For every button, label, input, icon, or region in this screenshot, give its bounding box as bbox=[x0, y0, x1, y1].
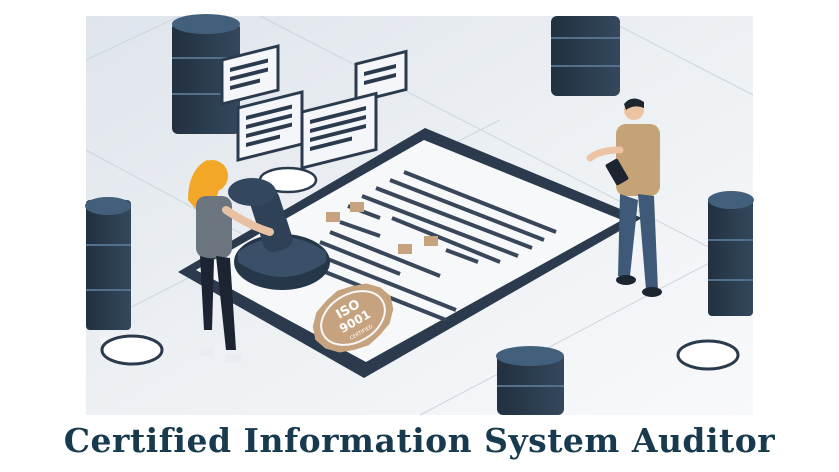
server-left bbox=[85, 197, 131, 330]
floating-panel bbox=[300, 91, 378, 170]
floating-panels bbox=[220, 44, 408, 194]
server-top-left bbox=[172, 14, 240, 134]
floating-panel bbox=[220, 44, 280, 106]
light-beam-left bbox=[96, 330, 164, 366]
server-right bbox=[708, 191, 754, 316]
light-beam-right bbox=[676, 339, 740, 371]
woman-figure bbox=[188, 160, 274, 362]
check-icon bbox=[326, 202, 438, 254]
server-top-center bbox=[551, 16, 620, 96]
iso-9001-seal: ISO 9001 CERTIFIED bbox=[312, 283, 394, 353]
document-text-lines bbox=[299, 170, 557, 322]
certificate-document bbox=[178, 128, 642, 378]
rubber-stamp bbox=[228, 178, 330, 290]
floating-panel bbox=[354, 49, 408, 104]
caption-title: Certified Information System Auditor bbox=[63, 421, 776, 460]
server-bottom bbox=[496, 346, 564, 415]
man-figure bbox=[586, 98, 662, 297]
